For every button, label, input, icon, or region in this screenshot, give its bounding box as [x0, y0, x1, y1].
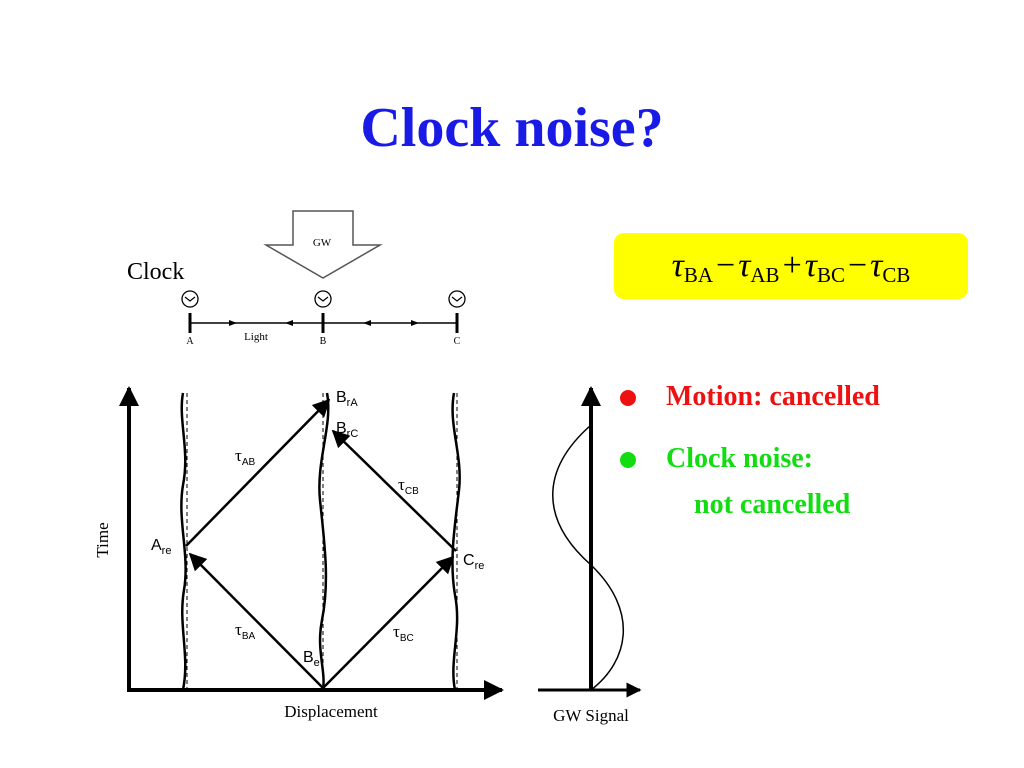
bullet-motion: Motion: cancelled: [618, 380, 880, 414]
label-tau-bc: τBC: [393, 622, 414, 644]
station-label-b: B: [320, 336, 327, 347]
formula-operator: −: [847, 247, 868, 284]
displacement-axis-label: Displacement: [284, 702, 378, 721]
label-a-re: Are: [151, 537, 171, 557]
light-arrow-left-icon: [229, 320, 237, 326]
bullet-clock-noise: Clock noise: not cancelled: [618, 442, 880, 522]
label-tau-cb: τCB: [398, 475, 419, 497]
label-tau-ba: τBA: [235, 620, 256, 642]
formula-box: τBA−τAB+τBC−τCB: [614, 233, 968, 299]
light-arrow-left-icon: [363, 320, 371, 326]
formula-operator: −: [716, 247, 736, 284]
light-label: Light: [244, 331, 268, 343]
formula-operator: +: [782, 247, 802, 284]
path-tau-ab: [185, 398, 331, 547]
bullet-list: Motion: cancelled Clock noise: not cance…: [618, 380, 880, 522]
label-c-re: Cre: [463, 552, 484, 572]
clock-icon: [314, 290, 332, 308]
station-label-a: A: [186, 336, 194, 347]
light-arrow-right-icon: [411, 320, 419, 326]
gw-signal-diagram: GW Signal: [538, 386, 642, 725]
light-arrow-right-icon: [285, 320, 293, 326]
clock-icon: [448, 290, 466, 308]
formula-term-4: τCB: [870, 247, 911, 287]
time-axis-label: Time: [93, 522, 112, 557]
clock-icon: [181, 290, 199, 308]
label-b-rc: BrC: [336, 420, 358, 440]
path-tau-bc: [322, 555, 455, 689]
station-label-c: C: [454, 336, 461, 347]
label-tau-ab: τAB: [235, 446, 256, 468]
bullet-dot-icon: [620, 390, 636, 406]
gw-label: GW: [313, 237, 332, 249]
slide-title: Clock noise?: [360, 97, 664, 159]
worldline-a: [180, 392, 187, 691]
gw-arrow-icon: GW: [263, 210, 383, 279]
path-tau-cb: [331, 429, 457, 552]
label-b-ra: BrA: [336, 389, 358, 409]
label-b-e: Be: [303, 649, 320, 669]
formula-term-3: τBC: [804, 247, 845, 287]
worldline-c: [451, 392, 461, 691]
formula-term-2: τAB: [738, 247, 780, 287]
gw-signal-label: GW Signal: [553, 706, 629, 725]
gw-signal-wave: [552, 424, 625, 691]
top-diagram: Clock GW Light A B C: [127, 210, 466, 347]
worldline-b: [318, 392, 330, 691]
spacetime-diagram: BrA BrC Are Cre Be τAB τCB τBA τBC Time …: [93, 386, 504, 721]
path-tau-ba: [188, 552, 324, 689]
bullet-dot-icon: [620, 452, 636, 468]
formula-term-1: τBA: [671, 247, 714, 287]
clock-label: Clock: [127, 259, 184, 285]
